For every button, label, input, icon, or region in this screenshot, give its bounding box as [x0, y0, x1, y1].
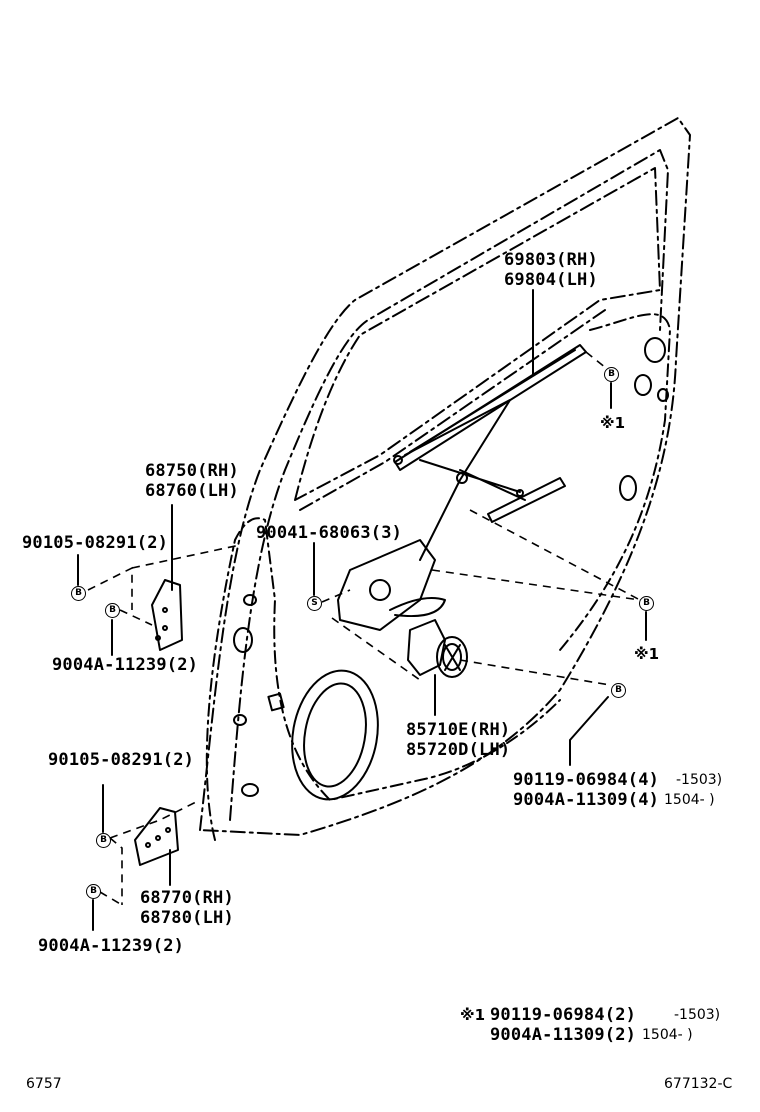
ref-star-mid: ※1	[634, 645, 660, 663]
label-bolt-b2-date: 1504- )	[664, 792, 715, 808]
label-hinge-lower-lh: 68780(LH)	[140, 908, 234, 928]
note-part-b: 9004A-11309(2)	[490, 1025, 637, 1045]
page-code-right: 677132-C	[664, 1076, 733, 1092]
marker-b-bolt-lower: B	[96, 833, 111, 848]
regulator-arm-2	[419, 459, 526, 501]
marker-b-top-right: B	[604, 367, 619, 382]
marker-b-mid-right: B	[639, 596, 654, 611]
label-bolt-upper-b: 9004A-11239(2)	[52, 655, 199, 675]
label-bolt-b1: 90119-06984(4)	[513, 770, 660, 790]
regulator-rail	[394, 344, 587, 471]
marker-b-bolts-right: B	[611, 683, 626, 698]
label-motor-rh: 85710E(RH)	[406, 720, 511, 740]
door-frame-inner	[229, 149, 669, 821]
label-bolt-lower: 90105-08291(2)	[48, 750, 195, 770]
label-regulator-lh: 69804(LH)	[504, 270, 598, 290]
label-hinge-upper-lh: 68760(LH)	[145, 481, 239, 501]
marker-b-bolt-upper-b: B	[105, 603, 120, 618]
leader-bolts-right	[569, 696, 609, 766]
upper-hinge	[151, 579, 183, 651]
note-part-b-date: 1504- )	[642, 1027, 693, 1043]
label-bolt-upper: 90105-08291(2)	[22, 533, 169, 553]
label-bolt-b2: 9004A-11309(4)	[513, 790, 660, 810]
label-hinge-upper-rh: 68750(RH)	[145, 461, 239, 481]
note-marker: ※1	[460, 1006, 486, 1024]
regulator-arm-1	[404, 399, 511, 561]
marker-s-screw: S	[307, 596, 322, 611]
ref-star-top: ※1	[600, 414, 626, 432]
inner-panel	[205, 517, 561, 841]
label-regulator-rh: 69803(RH)	[504, 250, 598, 270]
lower-hinge	[134, 807, 179, 866]
motor-assembly	[407, 619, 468, 678]
note-part-a-date: -1503)	[674, 1007, 721, 1023]
page-code-left: 6757	[26, 1076, 62, 1092]
label-hinge-lower-rh: 68770(RH)	[140, 888, 234, 908]
marker-b-bolt-lower-b: B	[86, 884, 101, 899]
regulator-bar	[487, 477, 566, 523]
window-opening	[294, 167, 661, 501]
marker-b-bolt-upper: B	[71, 586, 86, 601]
label-motor-lh: 85720D(LH)	[406, 740, 511, 760]
label-bolt-lower-b: 9004A-11239(2)	[38, 936, 185, 956]
label-screw-s: 90041-68063(3)	[256, 523, 403, 543]
label-bolt-b1-date: -1503)	[676, 772, 723, 788]
note-part-a: 90119-06984(2)	[490, 1005, 637, 1025]
